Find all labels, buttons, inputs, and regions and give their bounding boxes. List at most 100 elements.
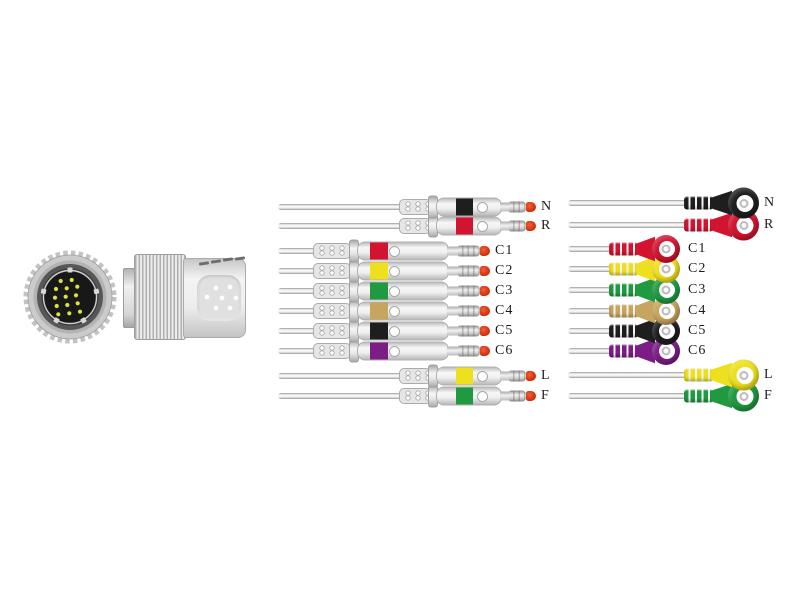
strain-relief [399,368,431,384]
snap-head [652,317,680,345]
banana-pin [509,220,526,232]
lead-wire [568,308,614,314]
lead-wire [278,373,402,379]
lead-wire [278,223,402,229]
snap-socket [661,244,671,254]
lead-wire [278,288,316,294]
lead-color-band [370,262,388,280]
plug-shaft [447,346,459,356]
plug-shaft [447,306,459,316]
banana-pin [458,245,480,257]
lead-label: C5 [688,323,707,338]
banana-pin [458,285,480,297]
pin-tip [526,371,536,381]
pin-tip [480,326,490,336]
banana-plug-body [436,216,502,236]
banana-plug-body [357,281,449,301]
lead-color-band [370,302,388,320]
lead-color-band [456,387,473,405]
lead-label: L [764,367,774,382]
connector-black-face [42,269,98,325]
banana-plug-body [357,241,449,261]
banana-plug-body [357,341,449,361]
lead-label: C4 [495,303,514,318]
snap-cone [636,277,655,303]
plug-shaft [447,266,459,276]
plug-shaft [500,202,510,212]
connector-pins [52,277,83,317]
plug-hole [389,325,400,337]
pin-tip [480,246,490,256]
pin-tip [526,221,536,231]
lead-color-band [456,198,473,216]
lead-color-band [370,342,388,360]
snap-socket [739,198,748,208]
snap-socket [661,285,671,295]
lead-wire [568,246,614,252]
pin-tip [480,346,490,356]
lead-label: N [764,195,776,210]
plug-shaft [447,246,459,256]
strain-relief [313,243,351,259]
lead-wire [568,287,614,293]
snap-socket [739,391,748,401]
snap-socket [661,326,671,336]
pin-tip [480,266,490,276]
snap-ribbed-grip [609,262,638,276]
lead-label: C2 [495,263,514,278]
knurled-locking-ring [134,254,186,340]
lead-wire [568,200,690,206]
snap-cone [636,256,655,282]
snap-cone [636,298,655,324]
snap-socket [739,370,748,380]
snap-socket [661,264,671,274]
snap-cone [711,190,732,216]
banana-plug-body [357,261,449,281]
plug-shaft [447,286,459,296]
lead-label: L [541,368,551,383]
lead-label: F [541,388,550,403]
lead-wire [568,266,614,272]
lead-wire [568,328,614,334]
snap-cone [711,383,732,409]
plug-hole [389,265,400,277]
plug-hole [389,345,400,357]
lead-color-band [456,217,473,235]
lead-label: F [764,388,773,403]
plug-hole [477,370,488,382]
plug-hole [477,220,488,232]
lead-color-band [370,282,388,300]
strain-relief [313,263,351,279]
snap-socket [661,346,671,356]
strain-relief [313,323,351,339]
pin-tip [526,391,536,401]
banana-plug-body [436,197,502,217]
strain-relief [399,388,431,404]
strain-relief [399,199,431,215]
banana-pin [509,370,526,382]
plug-shaft [500,221,510,231]
pin-tip [526,202,536,212]
snap-head [728,187,759,219]
snap-head [728,359,759,391]
lead-label: R [764,217,775,232]
lead-label: C6 [688,343,707,358]
plug-hole [389,285,400,297]
lead-label: C3 [495,283,514,298]
lead-label: C2 [688,261,707,276]
lead-wire [568,393,690,399]
lead-wire [568,372,690,378]
snap-ribbed-grip [684,196,713,210]
banana-pin [458,325,480,337]
snap-cone [636,236,655,262]
lead-wire [278,328,316,334]
lead-label: C4 [688,303,707,318]
plug-hole [389,245,400,257]
connector-body-recess [197,275,241,321]
banana-pin [458,265,480,277]
pin-tip [480,286,490,296]
lead-label: C1 [495,243,514,258]
connector-body [183,258,246,338]
alignment-tabs [40,267,100,324]
